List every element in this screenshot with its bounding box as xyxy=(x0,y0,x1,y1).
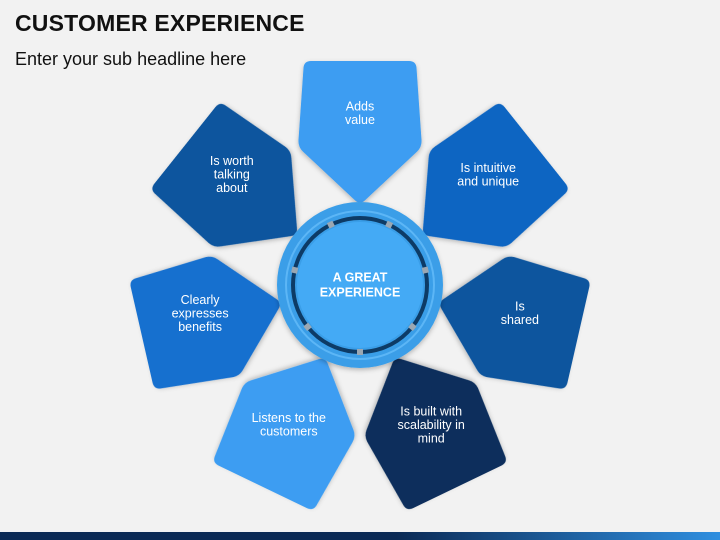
petal-label-line: mind xyxy=(418,431,445,445)
petal-label-line: scalability in xyxy=(398,418,465,432)
petal-shape xyxy=(365,358,506,510)
slide-title: CUSTOMER EXPERIENCE xyxy=(15,10,305,36)
petal-shape xyxy=(440,256,590,389)
petal-label-line: Is built with xyxy=(400,404,462,418)
petal-label-line: Adds xyxy=(346,99,375,113)
petal-label-line: Clearly xyxy=(181,293,221,307)
petal-label-line: Is intuitive xyxy=(460,161,516,175)
petal-label-line: customers xyxy=(260,425,318,439)
petal-label-line: value xyxy=(345,113,375,127)
petal-shape xyxy=(130,256,280,389)
petal-label-line: about xyxy=(216,181,248,195)
petal-label-line: Is xyxy=(515,300,525,314)
petal-shape xyxy=(152,103,297,247)
band-tick xyxy=(357,349,363,355)
band-tick xyxy=(291,266,299,274)
petal-label-line: Listens to the xyxy=(252,411,326,425)
petal-label-line: benefits xyxy=(178,320,222,334)
petal-label-line: and unique xyxy=(457,175,519,189)
petal-shape xyxy=(214,358,355,510)
center-label-line: A GREAT xyxy=(333,271,388,285)
petal-shape xyxy=(423,103,568,247)
band-tick xyxy=(303,322,312,332)
footer-bar xyxy=(0,532,720,540)
band-tick xyxy=(408,322,417,332)
band-tick xyxy=(385,220,394,229)
slide-subtitle: Enter your sub headline here xyxy=(15,49,247,69)
petal-label-line: expresses xyxy=(172,307,229,321)
petal-label-line: shared xyxy=(501,313,539,327)
petal-shape xyxy=(298,61,422,203)
band-tick xyxy=(326,220,335,229)
band-tick xyxy=(421,266,429,274)
petal-label-line: talking xyxy=(214,168,250,182)
center-core xyxy=(297,222,423,348)
center-label-line: EXPERIENCE xyxy=(320,286,401,300)
petal-label-line: Is worth xyxy=(210,154,254,168)
